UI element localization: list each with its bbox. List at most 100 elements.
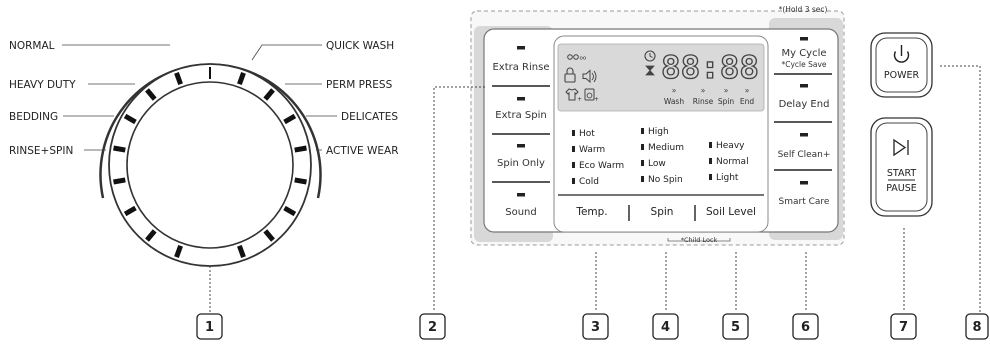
svg-text:Extra Spin: Extra Spin [495,110,546,121]
svg-text:Extra Rinse: Extra Rinse [492,62,549,73]
dial-tick [294,145,307,153]
dial-label-quick-wash: QUICK WASH [251,40,394,61]
svg-text:4: 4 [661,320,670,335]
sound-button[interactable]: Sound [505,193,537,218]
dial-tick [294,177,307,185]
delay-end-button[interactable]: Delay End [779,84,830,110]
clock-icon [644,50,656,62]
svg-text:Normal: Normal [716,157,749,167]
power-button[interactable]: POWER [870,32,933,98]
svg-text:No Spin: No Spin [648,175,683,185]
smart-care-button[interactable]: Smart Care [779,181,830,207]
svg-text:Spin Only: Spin Only [497,158,545,169]
shirt-icon: + [565,88,582,103]
svg-text:2: 2 [428,320,437,335]
svg-text:Smart Care: Smart Care [779,197,830,207]
svg-text:Soil Level: Soil Level [706,206,756,218]
svg-text:QUICK WASH: QUICK WASH [326,40,394,52]
svg-text:»: » [724,86,729,95]
callout-1: 1 [196,313,223,340]
svg-text:Wash: Wash [664,97,684,106]
svg-text:Warm: Warm [579,145,605,155]
dial-tick [145,88,157,101]
svg-text:Spin: Spin [718,97,735,106]
dial-tick [237,72,246,86]
start-pause-button[interactable]: START PAUSE [870,117,933,217]
svg-text:8: 8 [972,320,981,335]
dial-tick [174,72,183,86]
temp-options: Hot Warm Eco Warm Cold [572,129,624,187]
dial-label-normal: NORMAL [9,40,170,52]
svg-text:Low: Low [648,159,666,169]
svg-text:Delay End: Delay End [779,99,830,110]
dial-tick [113,145,126,153]
extra-spin-button[interactable]: Extra Spin [495,97,547,121]
svg-text:NORMAL: NORMAL [9,40,55,52]
callout-6: 6 [792,313,819,340]
svg-text:1: 1 [205,320,214,335]
dial-label-heavy-duty: HEAVY DUTY [9,79,135,91]
callout-2: 2 [419,313,446,340]
dial-tick [113,177,126,185]
callout-5: 5 [722,313,749,340]
svg-text:*Child Lock: *Child Lock [681,236,718,244]
soil-level-button[interactable]: Soil Level [706,206,756,218]
svg-text:Medium: Medium [648,143,684,153]
svg-text:5: 5 [731,320,740,335]
svg-text:POWER: POWER [884,70,920,81]
svg-text:+: + [594,96,599,103]
svg-text:3: 3 [591,320,600,335]
my-cycle-button[interactable]: My Cycle *Cycle Save [781,37,827,69]
dial-label-bedding: BEDDING [9,111,114,123]
lock-icon [564,67,576,83]
dial-tick [263,88,275,101]
svg-text:Self Clean+: Self Clean+ [778,150,831,160]
svg-text:Sound: Sound [505,207,537,218]
svg-text:Spin: Spin [651,206,674,218]
svg-text:BEDDING: BEDDING [9,111,58,123]
dial-tick [283,113,297,125]
callout-8: 8 [965,313,989,340]
self-clean-button[interactable]: Self Clean+ [778,133,831,160]
dial-label-active-wear: ACTIVE WEAR [316,145,399,157]
lcd-display: oo + + 88:88 » » [557,43,765,112]
svg-text:RINSE+SPIN: RINSE+SPIN [9,145,73,157]
hold-note: *(Hold 3 sec) [779,5,828,14]
svg-text:+: + [577,96,582,103]
svg-text:My Cycle: My Cycle [781,48,826,59]
svg-text:START: START [887,168,917,179]
svg-text:HEAVY DUTY: HEAVY DUTY [9,79,76,91]
svg-text:DELICATES: DELICATES [341,111,398,123]
sound-icon [582,69,597,84]
svg-text:Heavy: Heavy [716,141,745,151]
dial-knob [126,81,294,249]
svg-text:88:88: 88:88 [661,50,759,86]
dial-tick [237,244,246,258]
extra-rinse-button[interactable]: Extra Rinse [492,46,550,73]
svg-text:Hot: Hot [579,129,595,139]
child-lock-note: *Child Lock [667,236,731,244]
callout-7: 7 [890,313,917,340]
dial-tick [174,244,183,258]
callout-4: 4 [652,313,679,340]
soil-level-options: Heavy Normal Light [709,141,749,183]
washer-plus-icon: + [584,88,599,103]
svg-text:Cold: Cold [579,177,599,187]
svg-text:6: 6 [801,320,810,335]
dial-ticks [113,67,307,258]
cycle-selector-dial[interactable] [99,63,322,267]
spin-only-button[interactable]: Spin Only [497,144,545,169]
wifi-icon: oo [567,54,587,62]
svg-text:Eco Warm: Eco Warm [579,161,624,171]
svg-text:»: » [672,86,677,95]
spin-button[interactable]: Spin [651,206,674,218]
cycle-stage-indicators: » » » » Wash Rinse Spin End [664,86,754,106]
spin-options: High Medium Low No Spin [641,127,684,185]
temp-button[interactable]: Temp. [575,206,607,218]
svg-text:Temp.: Temp. [575,206,607,218]
dial-tick [283,205,297,217]
dial-tick [123,205,137,217]
time-digits: 88:88 [660,49,759,86]
svg-text:Light: Light [716,173,739,183]
svg-text:ACTIVE WEAR: ACTIVE WEAR [326,145,399,157]
